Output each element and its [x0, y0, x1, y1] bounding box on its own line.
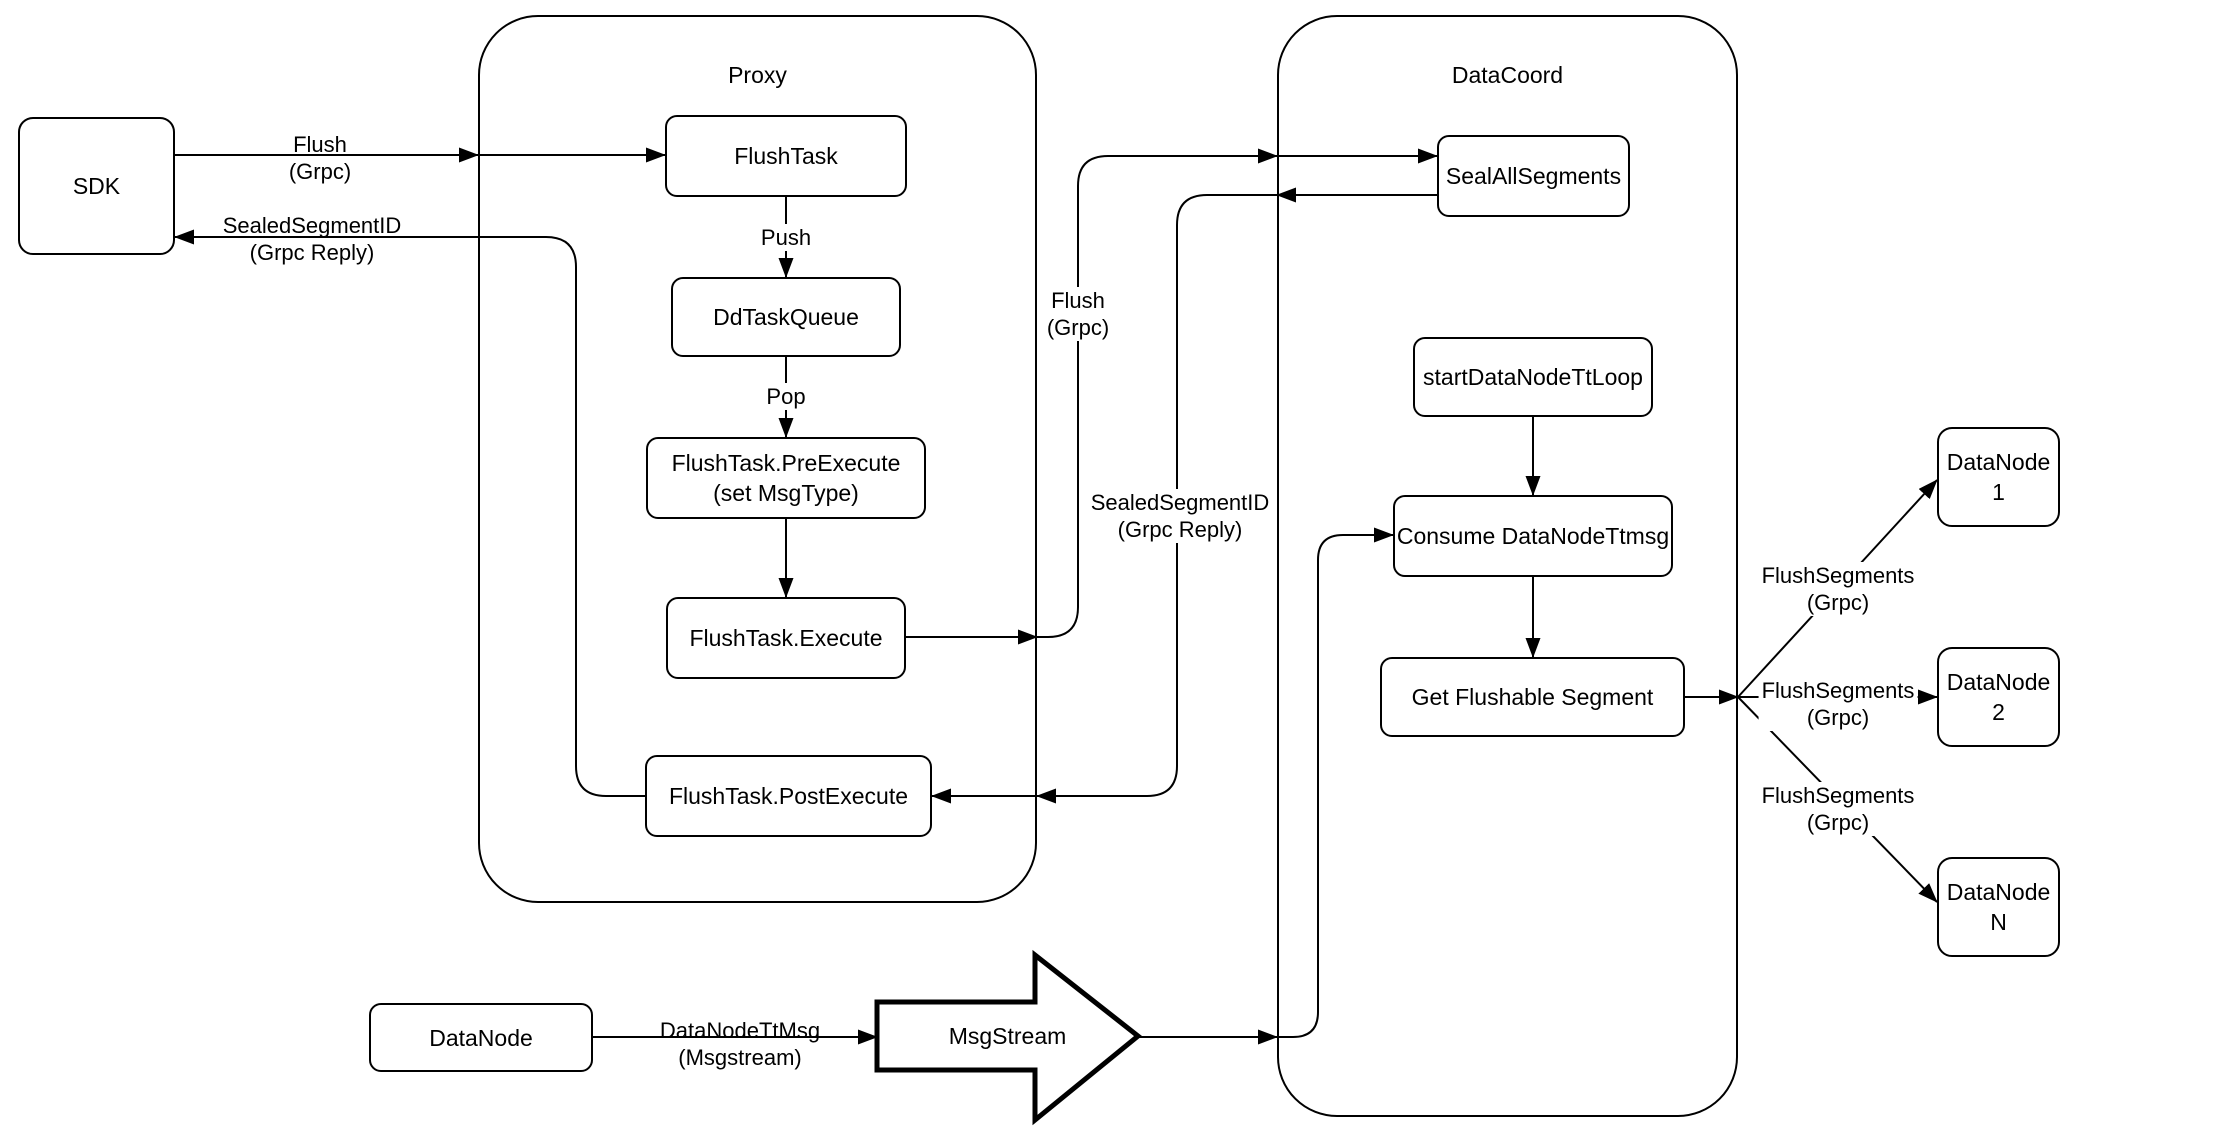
edge-label-sdk-flush: Flush (Grpc): [289, 131, 351, 185]
node-consume-datanode-ttmsg-label: Consume DataNodeTtmsg: [1396, 523, 1670, 549]
container-datacoord: [1277, 15, 1738, 1117]
edge-label-pop: Pop: [763, 383, 809, 410]
edge-label-datanode-ttmsg-line1: DataNodeTtMsg: [659, 1018, 821, 1043]
edge-label-flush-segments-1-line2: (Grpc): [1806, 590, 1870, 615]
node-seal-all-segments-label: SealAllSegments: [1445, 163, 1622, 189]
node-datanode: DataNode: [369, 1003, 593, 1072]
edge-label-push: Push: [757, 224, 815, 251]
edge-label-flush-segments-2: FlushSegments (Grpc): [1758, 677, 1918, 731]
node-pre-execute-label-line1: FlushTask.PreExecute: [671, 450, 901, 476]
edge-label-execute-flush-line1: Flush: [1051, 288, 1105, 313]
node-datanode-n: DataNode N: [1937, 857, 2060, 957]
node-sdk-label: SDK: [72, 173, 121, 199]
edge-label-datanode-ttmsg: DataNodeTtMsg (Msgstream): [660, 1017, 820, 1071]
edge-label-sdk-flush-line2: (Grpc): [288, 159, 352, 184]
edge-label-execute-flush: Flush (Grpc): [1043, 287, 1113, 341]
container-proxy: [478, 15, 1037, 903]
edge-label-seal-reply: SealedSegmentID (Grpc Reply): [1087, 489, 1273, 543]
node-dd-task-queue-label: DdTaskQueue: [713, 304, 859, 330]
edge-label-seal-reply-line1: SealedSegmentID: [1090, 490, 1270, 515]
node-seal-all-segments: SealAllSegments: [1437, 135, 1630, 217]
node-pre-execute-label-line2: (set MsgType): [713, 480, 859, 506]
edge-label-sdk-reply: SealedSegmentID (Grpc Reply): [223, 212, 402, 266]
node-datanode-2: DataNode 2: [1937, 647, 2060, 747]
edge-label-flush-segments-3-line2: (Grpc): [1806, 810, 1870, 835]
node-execute: FlushTask.Execute: [666, 597, 906, 679]
node-datanode-1: DataNode 1: [1937, 427, 2060, 527]
node-get-flushable-segment-label: Get Flushable Segment: [1411, 684, 1654, 710]
container-proxy-title: Proxy: [728, 62, 787, 88]
edge-proxy-to-datacoord-flush: [1037, 148, 1278, 638]
node-consume-datanode-ttmsg: Consume DataNodeTtmsg: [1393, 495, 1673, 577]
node-start-datanode-tt-loop-label: startDataNodeTtLoop: [1423, 364, 1643, 390]
edge-label-seal-reply-line2: (Grpc Reply): [1117, 517, 1243, 542]
node-datanode-1-label: DataNode 1: [1946, 449, 2051, 505]
edge-label-flush-segments-2-line2: (Grpc): [1806, 705, 1870, 730]
node-flush-task-label: FlushTask: [734, 143, 838, 169]
edge-datacoord-border-to-consume: [1277, 527, 1394, 1038]
edge-label-flush-segments-3-line1: FlushSegments: [1761, 783, 1915, 808]
msgstream-label: MsgStream: [948, 1023, 1067, 1049]
container-datacoord-title: DataCoord: [1451, 62, 1564, 88]
node-start-datanode-tt-loop: startDataNodeTtLoop: [1413, 337, 1653, 417]
edge-label-flush-segments-3: FlushSegments (Grpc): [1758, 782, 1918, 836]
edge-label-flush-segments-2-line1: FlushSegments: [1761, 678, 1915, 703]
node-execute-label: FlushTask.Execute: [689, 625, 883, 651]
node-post-execute: FlushTask.PostExecute: [645, 755, 932, 837]
node-dd-task-queue: DdTaskQueue: [671, 277, 901, 357]
edge-label-flush-segments-1: FlushSegments (Grpc): [1758, 562, 1918, 616]
edge-label-execute-flush-line2: (Grpc): [1046, 315, 1110, 340]
edge-label-sdk-flush-line1: Flush: [293, 132, 347, 157]
node-post-execute-label: FlushTask.PostExecute: [668, 783, 909, 809]
edge-postexecute-to-sdk: [174, 229, 645, 797]
edge-label-datanode-ttmsg-line2: (Msgstream): [678, 1045, 802, 1070]
edge-label-flush-segments-1-line1: FlushSegments: [1761, 563, 1915, 588]
msgstream-block-arrow-shape: [874, 949, 1142, 1126]
edge-label-sdk-reply-line2: (Grpc Reply): [249, 240, 375, 265]
node-datanode-label: DataNode: [429, 1024, 533, 1051]
node-get-flushable-segment: Get Flushable Segment: [1380, 657, 1685, 737]
node-flush-task: FlushTask: [665, 115, 907, 197]
node-pre-execute: FlushTask.PreExecute (set MsgType): [646, 437, 926, 519]
edge-label-sdk-reply-line1: SealedSegmentID: [222, 213, 402, 238]
node-datanode-2-label: DataNode 2: [1946, 669, 2051, 725]
node-datanode-n-label: DataNode N: [1946, 879, 2051, 935]
node-sdk: SDK: [18, 117, 175, 255]
